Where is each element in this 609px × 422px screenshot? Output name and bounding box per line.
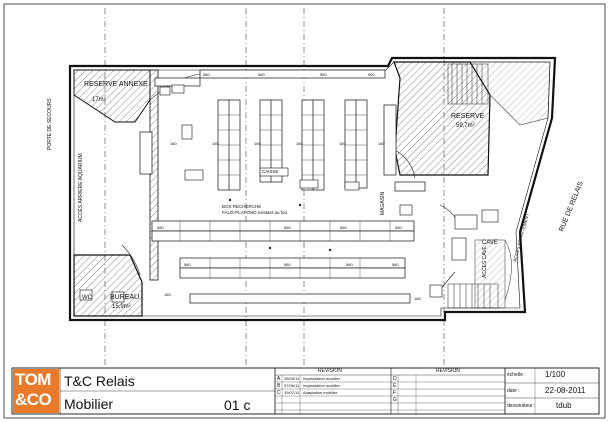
porte-secours-label: PORTE DE SECOURS xyxy=(47,98,53,150)
dim-label: 185 xyxy=(164,292,171,297)
dessinateur-value: tdub xyxy=(556,401,572,410)
dim-label: 580 xyxy=(346,262,353,267)
dim-label: 580 xyxy=(284,225,291,230)
dim-label: 160 xyxy=(254,141,261,146)
rue-label: RUE DE RELAIS xyxy=(558,180,585,232)
upper-right-hatch xyxy=(469,61,551,126)
bureau-area: 15,9m² xyxy=(112,304,131,310)
bureau-room xyxy=(73,254,143,317)
rev-description: Adaptation mobilier xyxy=(303,390,338,395)
rev-letter: E xyxy=(393,383,397,389)
rev-date: 19/07/11 xyxy=(284,390,300,395)
date-label: date : xyxy=(507,388,520,394)
staircase-bottom xyxy=(447,239,512,309)
dessinateur-label: dessinateur : xyxy=(507,403,536,409)
dim-label: 580 xyxy=(320,72,327,77)
rev-letter: D xyxy=(393,376,397,382)
wc-name: WC xyxy=(82,295,93,301)
title-block xyxy=(11,367,600,415)
echelle-value: 1/100 xyxy=(545,370,566,379)
staircase-top xyxy=(447,63,489,105)
revision-header-right: REVISION xyxy=(436,368,460,374)
dim-label: 160 xyxy=(296,141,303,146)
acces-aquarium-label: ACCES ARRIERE AQUARIUM xyxy=(78,153,84,222)
reserve-annexe-name: RESERVE ANNEXE xyxy=(84,81,148,88)
dim-label: 160 xyxy=(170,141,177,146)
dimension-labels: 580 580 580 560 160 160 160 160 160 160 … xyxy=(157,72,421,301)
rev-letter: A xyxy=(277,376,281,382)
date-value: 22-08-2011 xyxy=(545,386,586,395)
rev-date: 07/06/11 xyxy=(284,383,300,388)
reserve-annexe-room xyxy=(73,69,151,123)
caisse-label: CAISSE xyxy=(262,169,279,174)
dim-label: 580 xyxy=(392,262,399,267)
dim-label: 580 xyxy=(184,262,191,267)
reserve-name: RESERVE xyxy=(451,113,485,120)
dim-label: 580 xyxy=(284,262,291,267)
dim-label: 580 xyxy=(157,225,164,230)
rev-date: 25/05/11 xyxy=(284,376,300,381)
center-note-1: BOX RECHERCHE xyxy=(222,204,261,209)
magasin-label: MAGASIN xyxy=(380,192,386,215)
dim-label: 580 xyxy=(395,225,402,230)
center-note-2: FAUX-PLAFOND existant au fou xyxy=(222,210,288,215)
dim-label: 580 xyxy=(340,225,347,230)
dim-label: 580 xyxy=(203,72,210,77)
dim-label: 580 xyxy=(258,72,265,77)
revision-header-left: REVISION xyxy=(318,368,342,374)
rev-letter: F xyxy=(393,390,397,396)
dim-label: 160 xyxy=(339,141,346,146)
reserve-annexe-area: 17m² xyxy=(92,97,106,103)
rev-letter: C xyxy=(277,390,281,396)
mid-wall-block xyxy=(149,69,159,281)
sheet-border xyxy=(3,3,606,419)
logo-background xyxy=(13,369,59,413)
dim-label: 160 xyxy=(378,141,385,146)
dim-label: 185 xyxy=(414,296,421,301)
drawing-subject: Mobilier xyxy=(64,396,114,412)
logo-top: TOM xyxy=(15,370,51,389)
annotation-markers xyxy=(228,198,332,252)
dim-label: 160 xyxy=(212,141,219,146)
drawing-number: 01 c xyxy=(224,397,251,413)
bureau-name: BUREAU xyxy=(110,294,139,301)
reserve-area: 59,7m² xyxy=(456,123,475,129)
rev-letter: G xyxy=(393,397,397,403)
rev-description: Implantation mobilier xyxy=(303,383,340,388)
shelving-subdivisions xyxy=(179,114,391,278)
small-furniture xyxy=(79,84,499,303)
project-name: T&C Relais xyxy=(64,373,135,389)
acces-cave-label: ACCES CAVE xyxy=(482,245,488,278)
dim-label: 560 xyxy=(368,72,375,77)
rev-letter: B xyxy=(277,383,281,389)
logo-bottom: &CO xyxy=(15,390,52,409)
echelle-label: échelle : xyxy=(507,372,526,378)
cave-name: CAVE xyxy=(482,240,498,246)
rev-description: Implantation mobilier xyxy=(303,376,340,381)
building-walls xyxy=(68,56,557,322)
shelving-horizontal xyxy=(151,69,426,304)
